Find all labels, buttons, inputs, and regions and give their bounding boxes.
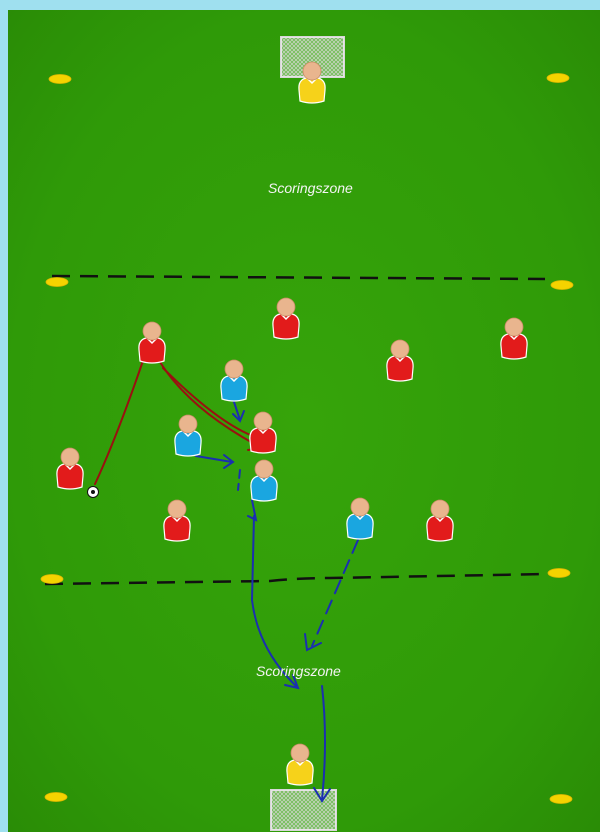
cone-icon [551, 281, 573, 290]
player-icon [427, 500, 453, 541]
cone-icon [45, 793, 67, 802]
defender-arrow [312, 540, 358, 646]
goalkeeper-icon [287, 744, 313, 785]
player-icon [273, 298, 299, 339]
player-icon [387, 340, 413, 381]
cone-icon [548, 569, 570, 578]
player-icon [250, 412, 276, 453]
player-icon [139, 322, 165, 363]
defender-arrow [238, 470, 240, 490]
cone-icon [49, 75, 71, 84]
top-scoring-zone-label: Scoringszone [268, 180, 353, 196]
cone-icon [46, 278, 68, 287]
player-icon [164, 500, 190, 541]
cone-icon [547, 74, 569, 83]
player-icon [347, 498, 373, 539]
cone-icon [41, 575, 63, 584]
cone-icon [550, 795, 572, 804]
run-arrow [160, 362, 262, 448]
bottom-zone-line [45, 574, 548, 584]
bottom-scoring-zone-label: Scoringszone [256, 663, 341, 679]
player-icon [251, 460, 277, 501]
player-icon [501, 318, 527, 359]
ball-icon [88, 487, 99, 498]
player-icon [175, 415, 201, 456]
player-icon [221, 360, 247, 401]
defender-arrow [322, 686, 325, 800]
top-zone-line [52, 276, 545, 279]
player-icon [57, 448, 83, 489]
